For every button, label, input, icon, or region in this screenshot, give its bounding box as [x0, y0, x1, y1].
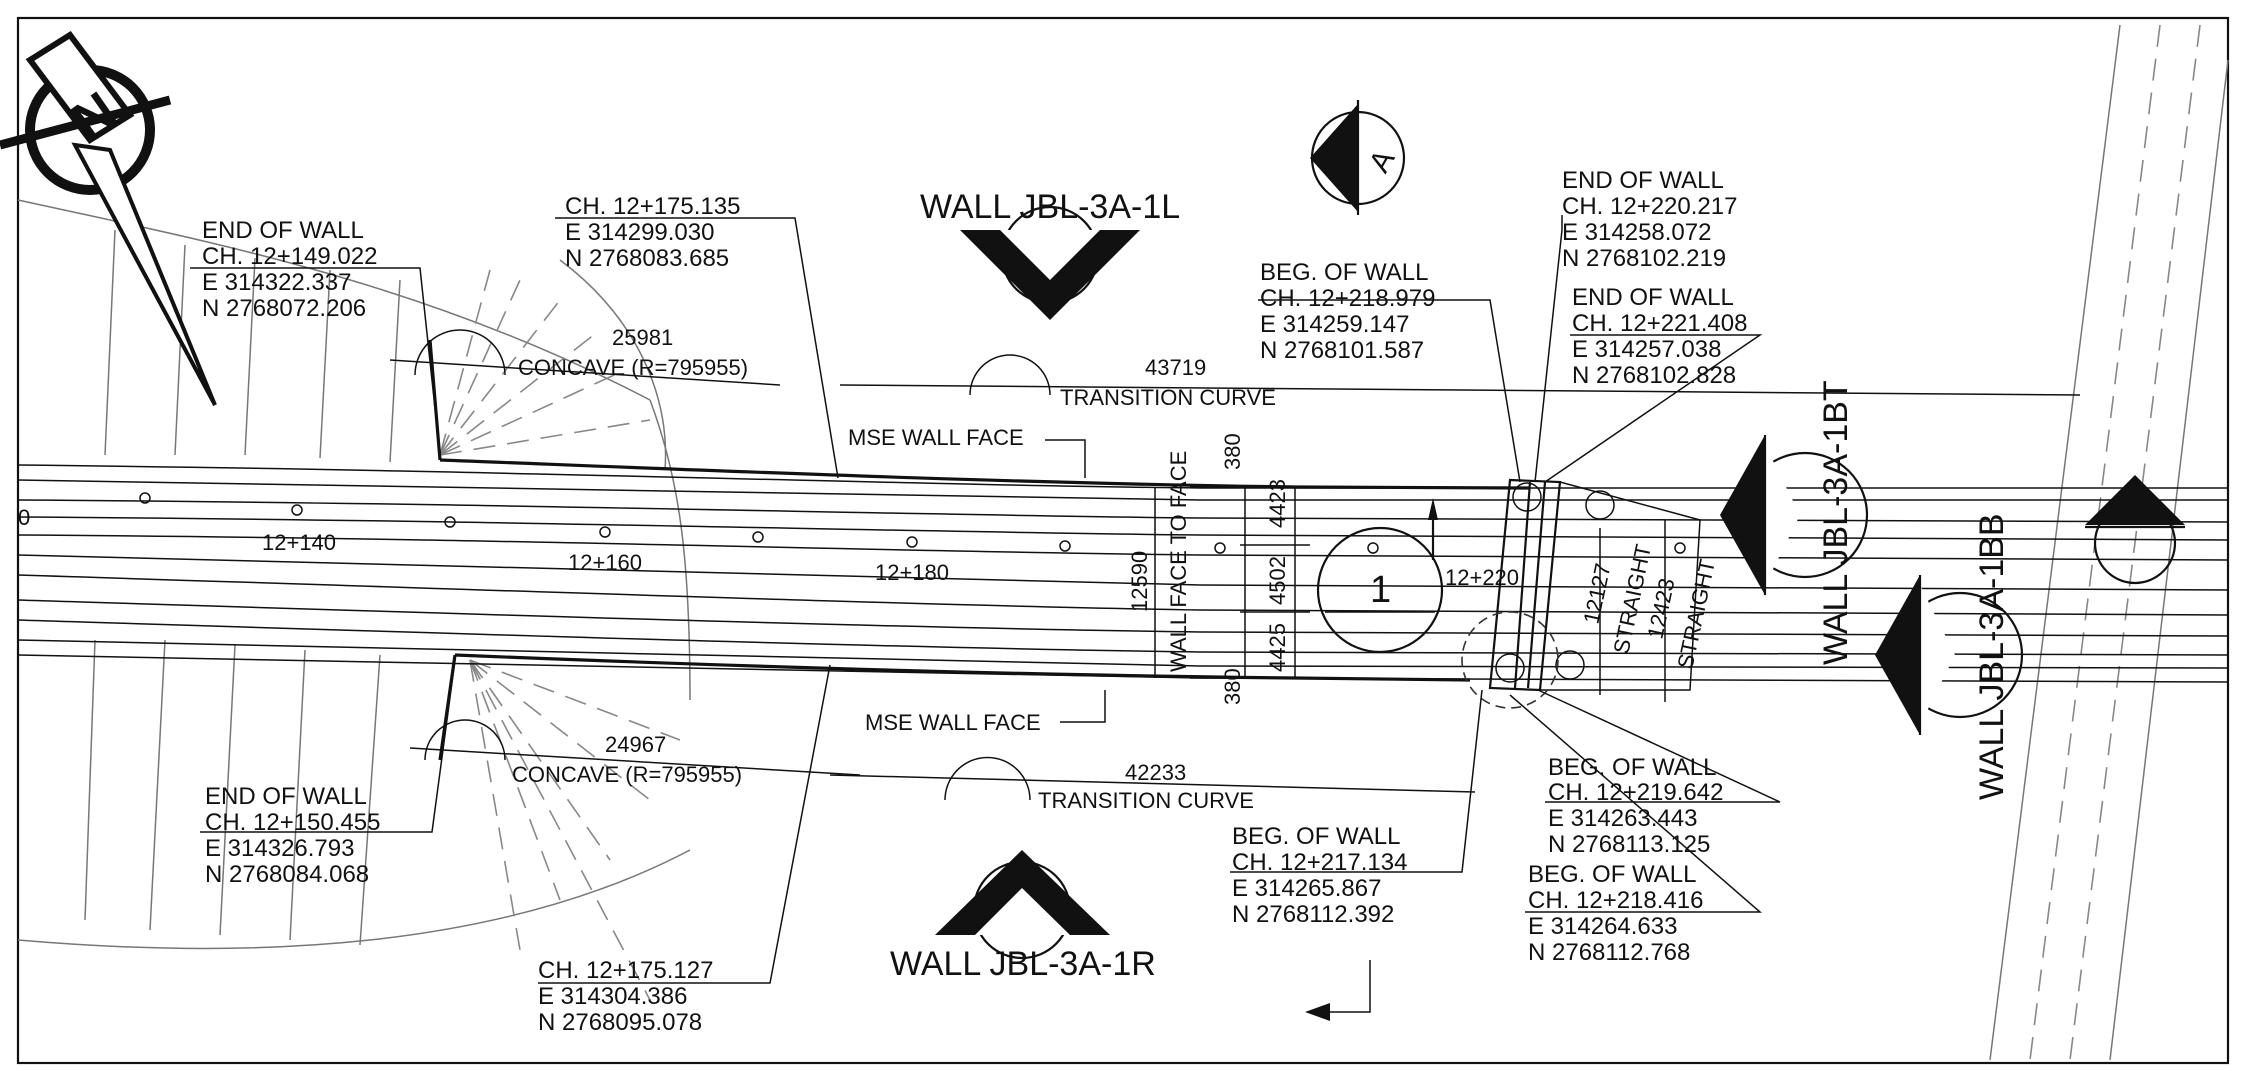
north-arrow-icon: N [0, 30, 217, 406]
callout-northing: N 2768083.685 [565, 245, 729, 272]
callout-northing: N 2768102.219 [1562, 245, 1726, 272]
bot-transition-length: 42233 [1125, 760, 1186, 785]
callout-chainage: CH. 12+217.134 [1232, 849, 1407, 876]
grading-lines [17, 24, 2229, 1061]
callout-title: END OF WALL [205, 783, 367, 810]
callout-easting: E 314258.072 [1562, 219, 1711, 246]
callout-top-left: END OF WALL CH. 12+149.022 E 314322.337 … [202, 217, 377, 322]
top-transition-length: 43719 [1145, 355, 1206, 380]
callout-chainage: CH. 12+175.135 [565, 193, 740, 220]
wall-title-bt: WALL JBL-3A-1BT [1817, 380, 1855, 665]
callout-easting: E 314263.443 [1548, 805, 1697, 832]
callout-title: END OF WALL [1562, 167, 1724, 194]
wall-marker-left: WALL JBL-3A-1L [920, 188, 1180, 320]
wall-marker-bb: WALL JBL-3A-1BB [1875, 513, 2024, 800]
curve-annotations: 25981 CONCAVE (R=795955) 43719 TRANSITIO… [389, 325, 2081, 813]
wall-number: 1 [1370, 569, 1391, 611]
chainage-12-220: 12+220 [1445, 565, 1519, 590]
callout-easting: E 314257.038 [1572, 336, 1721, 363]
leader-lines [190, 215, 1781, 1013]
drawing-border [16, 16, 2230, 1065]
dimension-strings: WALL FACE TO FACE 12590 380 4423 4502 44… [1127, 433, 1720, 705]
callout-title: END OF WALL [1572, 284, 1734, 311]
callout-bot-mid: CH. 12+175.127 E 314304.386 N 2768095.07… [538, 957, 713, 1036]
section-b-label: B [2125, 494, 2145, 527]
dim-total: 12590 [1127, 551, 1152, 612]
callout-chainage: CH. 12+221.408 [1572, 310, 1747, 337]
callout-end-top-1: END OF WALL CH. 12+220.217 E 314258.072 … [1562, 167, 1737, 272]
mse-face-bottom: MSE WALL FACE [865, 710, 1041, 735]
callout-northing: N 2768112.768 [1528, 939, 1690, 966]
dim-380-top: 380 [1220, 433, 1245, 470]
callout-northing: N 2768072.206 [202, 295, 366, 322]
callout-chainage: CH. 12+219.642 [1548, 779, 1723, 806]
callout-northing: N 2768101.587 [1260, 337, 1424, 364]
bot-transition-label: TRANSITION CURVE [1038, 788, 1254, 813]
dim-4425: 4425 [1265, 623, 1290, 672]
callout-beg-bot-2: BEG. OF WALL CH. 12+219.642 E 314263.443… [1548, 754, 1723, 858]
callout-beg-bot-1: BEG. OF WALL CH. 12+217.134 E 314265.867… [1232, 823, 1407, 928]
chainage-12-180: 12+180 [875, 560, 949, 585]
callout-easting: E 314322.337 [202, 269, 351, 296]
callout-beg-top: BEG. OF WALL CH. 12+218.979 E 314259.147… [1260, 259, 1435, 364]
callout-chainage: CH. 12+220.217 [1562, 193, 1737, 220]
callout-title: END OF WALL [202, 217, 364, 244]
wall-marker-right: WALL JBL-3A-1R [890, 850, 1156, 983]
wall-title-left: WALL JBL-3A-1L [920, 188, 1180, 226]
wall-title-bb: WALL JBL-3A-1BB [1973, 513, 2011, 800]
callout-chainage: CH. 12+149.022 [202, 243, 377, 270]
top-transition-label: TRANSITION CURVE [1060, 385, 1276, 410]
chainage-12-140: 12+140 [262, 530, 336, 555]
section-a-label: A [1363, 144, 1402, 178]
dim-380-bot: 380 [1220, 668, 1245, 705]
callout-chainage: CH. 12+218.416 [1528, 887, 1703, 914]
callout-easting: E 314299.030 [565, 219, 714, 246]
callout-northing: N 2768102.828 [1572, 362, 1736, 389]
callout-title: BEG. OF WALL [1232, 823, 1400, 850]
dim-4502: 4502 [1265, 556, 1290, 605]
callout-easting: E 314265.867 [1232, 875, 1381, 902]
callout-beg-bot-3: BEG. OF WALL CH. 12+218.416 E 314264.633… [1528, 861, 1703, 966]
callout-chainage: CH. 12+218.979 [1260, 285, 1435, 312]
bot-concave-length: 24967 [605, 732, 666, 757]
small-arrow-icon [1305, 1003, 1330, 1021]
dim-face-to-face-label: WALL FACE TO FACE [1166, 451, 1191, 672]
callout-easting: E 314259.147 [1260, 311, 1409, 338]
chainage-labels: 0 12+140 12+160 12+180 12+220 [18, 505, 1519, 590]
callout-chainage: CH. 12+150.455 [205, 809, 380, 836]
callout-northing: N 2768095.078 [538, 1009, 702, 1036]
bot-concave-label: CONCAVE (R=795955) [512, 762, 742, 787]
chainage-0: 0 [18, 505, 30, 530]
callout-northing: N 2768084.068 [205, 861, 369, 888]
callout-title: BEG. OF WALL [1528, 861, 1696, 888]
top-concave-length: 25981 [612, 325, 673, 350]
section-marker-a: A [1310, 100, 1406, 215]
top-concave-label: CONCAVE (R=795955) [518, 355, 748, 380]
mse-face-top: MSE WALL FACE [848, 425, 1024, 450]
callout-easting: E 314326.793 [205, 835, 354, 862]
callout-title: BEG. OF WALL [1548, 754, 1716, 781]
callout-title: BEG. OF WALL [1260, 259, 1428, 286]
callout-bot-left: END OF WALL CH. 12+150.455 E 314326.793 … [205, 783, 380, 888]
callout-easting: E 314304.386 [538, 983, 687, 1010]
callout-northing: N 2768112.392 [1232, 901, 1394, 928]
callout-end-top-2: END OF WALL CH. 12+221.408 E 314257.038 … [1572, 284, 1747, 389]
dim-12423: 12423 [1642, 576, 1679, 641]
section-marker-b: B [2085, 475, 2185, 585]
wall-title-right: WALL JBL-3A-1R [890, 945, 1156, 983]
dim-12127: 12127 [1578, 561, 1615, 626]
dim-straight-1: STRAIGHT [1608, 542, 1656, 656]
callout-chainage: CH. 12+175.127 [538, 957, 713, 984]
dim-4423: 4423 [1265, 479, 1290, 528]
wall-faces [428, 339, 1701, 761]
callout-northing: N 2768113.125 [1548, 831, 1710, 858]
mse-labels: MSE WALL FACE MSE WALL FACE [848, 425, 1106, 735]
callout-top-mid: CH. 12+175.135 E 314299.030 N 2768083.68… [565, 193, 740, 272]
callout-easting: E 314264.633 [1528, 913, 1677, 940]
chainage-12-160: 12+160 [568, 550, 642, 575]
wall-number-marker: 1 [1316, 498, 1444, 654]
wall-marker-bt: WALL JBL-3A-1BT [1720, 380, 1869, 665]
